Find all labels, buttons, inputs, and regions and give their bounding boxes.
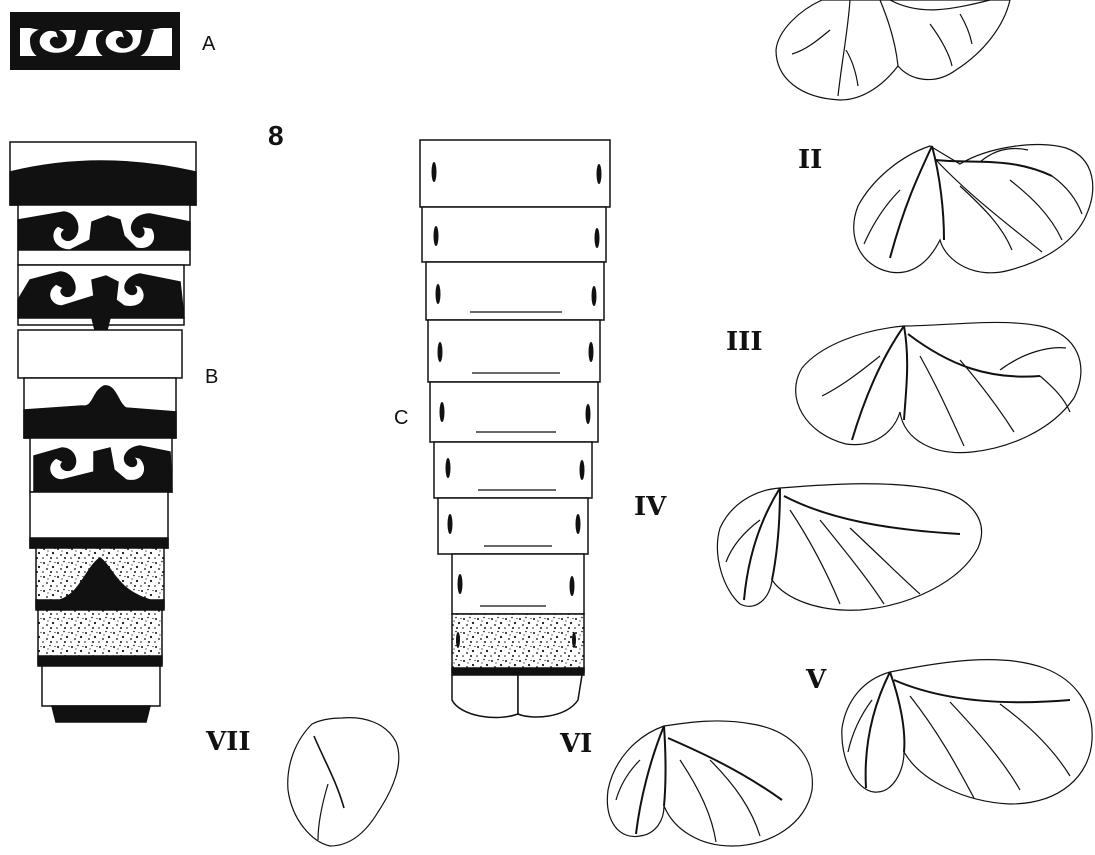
figure-c-abdomen-lateral: [420, 140, 610, 718]
label-gill-v: V: [805, 665, 827, 695]
figure-a-tergum-pattern: [10, 12, 180, 70]
gill-i-drawing: [776, 0, 1010, 100]
label-gill-vi: VI: [559, 729, 592, 759]
label-gill-vii: VII: [205, 727, 251, 757]
label-gill-ii: II: [798, 145, 822, 175]
figure-b-abdomen-dorsal: [10, 142, 196, 722]
gill-iii-drawing: [796, 322, 1081, 452]
label-c: C: [394, 407, 408, 429]
gill-vi-drawing: [607, 721, 812, 846]
label-gill-iii: III: [726, 327, 763, 357]
gill-iv-drawing: [717, 484, 981, 610]
gill-v-drawing: [842, 660, 1092, 804]
label-b: B: [205, 366, 218, 388]
label-gill-iv: IV: [634, 492, 667, 522]
gill-ii-drawing: [854, 145, 1093, 273]
label-a: A: [202, 33, 216, 55]
gill-vii-drawing: [288, 718, 399, 846]
figure-number: 8: [268, 120, 284, 151]
